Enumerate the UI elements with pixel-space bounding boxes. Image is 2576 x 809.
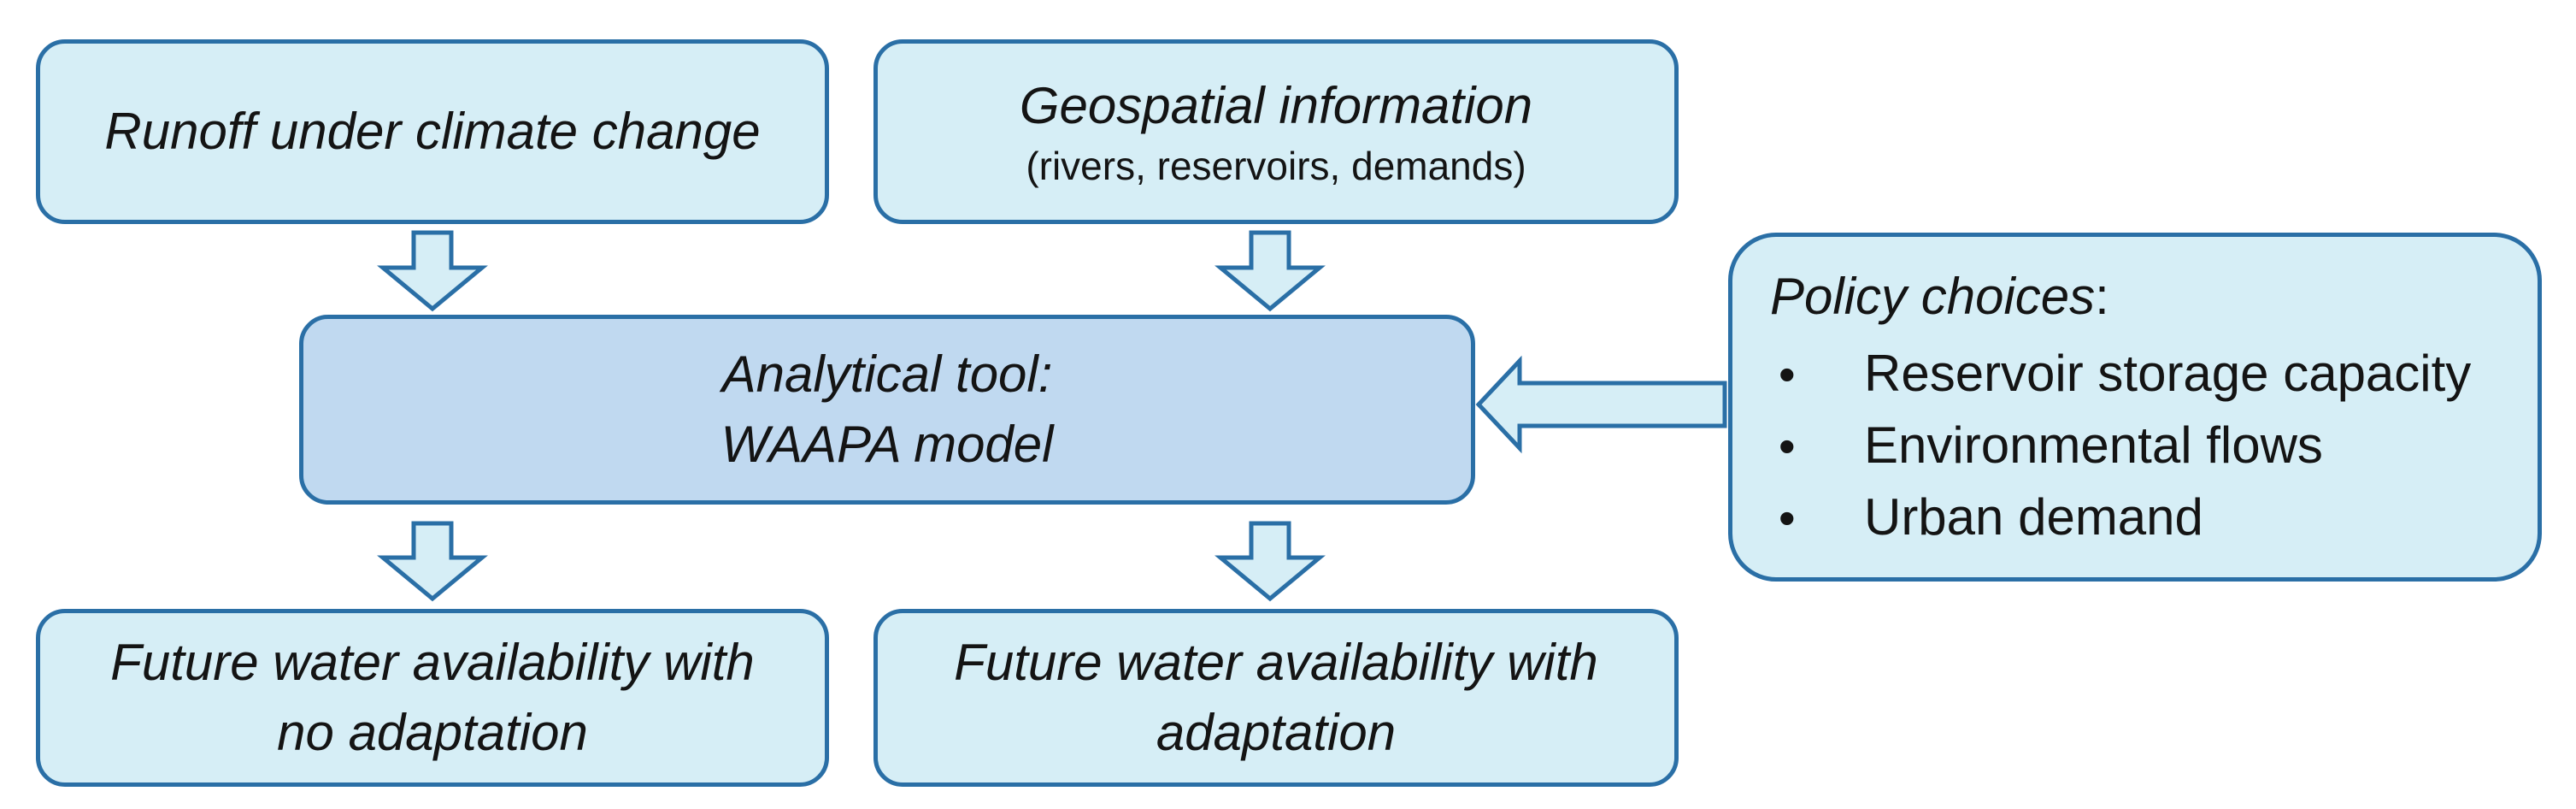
- list-item: • Reservoir storage capacity: [1770, 338, 2471, 410]
- policy-list: • Reservoir storage capacity • Environment…: [1770, 338, 2471, 553]
- list-item: • Urban demand: [1770, 481, 2471, 553]
- arrow-policy-to-tool: [1475, 355, 1727, 454]
- adaptation-line2: adaptation: [1156, 704, 1397, 761]
- bullet-icon: •: [1779, 491, 1796, 545]
- list-item: • Environmental flows: [1770, 410, 2471, 481]
- bullet-icon: •: [1779, 419, 1796, 473]
- policy-item-label: Urban demand: [1864, 488, 2203, 546]
- adaptation-box: Future water availability with adaptatio…: [873, 609, 1679, 787]
- no-adaptation-box: Future water availability with no adapta…: [36, 609, 829, 787]
- policy-title-colon: :: [2095, 268, 2109, 325]
- geospatial-box: Geospatial information (rivers, reservoi…: [873, 39, 1679, 224]
- arrow-tool-to-adaptation: [1214, 521, 1326, 602]
- policy-item-label: Reservoir storage capacity: [1864, 345, 2472, 402]
- adaptation-line1: Future water availability with: [954, 634, 1598, 692]
- analytical-tool-box: Analytical tool: WAAPA model: [299, 315, 1475, 505]
- no-adaptation-line1: Future water availability with: [110, 634, 755, 692]
- policy-item-label: Environmental flows: [1864, 416, 2323, 474]
- arrow-geospatial-to-tool: [1214, 230, 1326, 312]
- policy-choices-box: Policy choices: • Reservoir storage capac…: [1728, 233, 2542, 582]
- policy-title-text: Policy choices: [1770, 268, 2096, 325]
- arrow-runoff-to-tool: [377, 230, 488, 312]
- geospatial-label: Geospatial information: [1019, 77, 1533, 135]
- no-adaptation-line2: no adaptation: [277, 704, 588, 761]
- runoff-box: Runoff under climate change: [36, 39, 829, 224]
- tool-label-line1: Analytical tool:: [721, 345, 1053, 404]
- arrow-tool-to-no-adaptation: [377, 521, 488, 602]
- policy-title: Policy choices:: [1770, 261, 2109, 333]
- geospatial-sublabel: (rivers, reservoirs, demands): [1026, 143, 1526, 188]
- runoff-label: Runoff under climate change: [104, 103, 761, 161]
- tool-label-line2: WAAPA model: [720, 416, 1054, 473]
- bullet-icon: •: [1779, 347, 1796, 401]
